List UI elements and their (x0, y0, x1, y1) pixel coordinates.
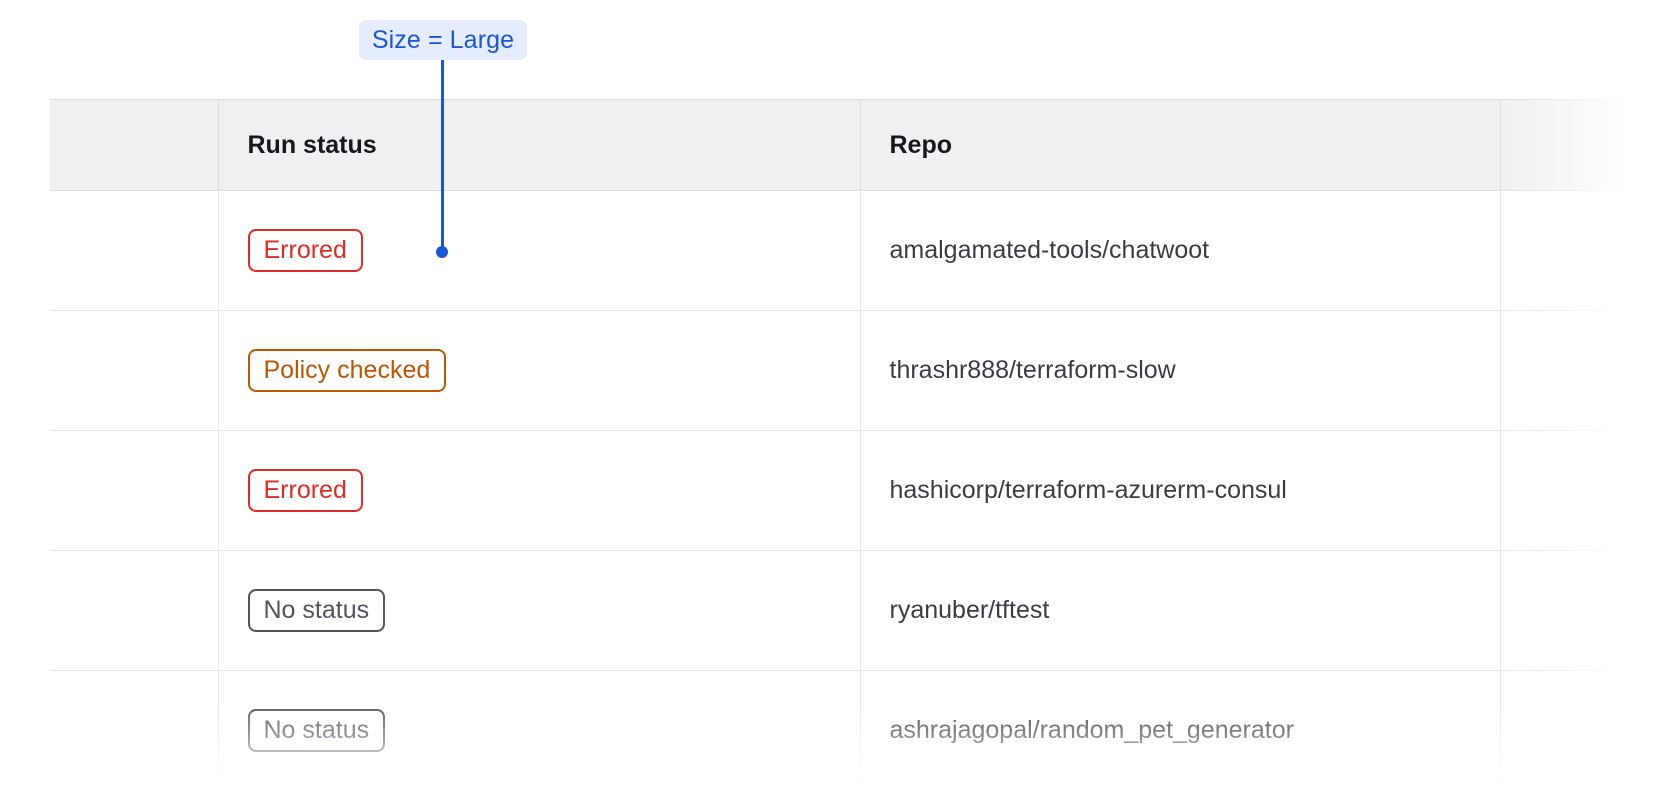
runs-table-container[interactable]: Run status Repo Errored amalgamated-tool… (50, 99, 1672, 788)
run-status-cell: No status (218, 550, 861, 671)
column-header-run-status[interactable]: Run status (218, 99, 861, 191)
table-header-row: Run status Repo (50, 99, 1672, 191)
column-header-extra (1500, 99, 1672, 191)
table-row[interactable]: Errored hashicorp/terraform-azurerm-cons… (50, 430, 1672, 551)
run-status-cell: Errored (218, 190, 861, 311)
size-annotation-badge: Size = Large (359, 20, 527, 60)
repo-cell[interactable]: hashicorp/terraform-azurerm-consul (860, 430, 1501, 551)
status-badge[interactable]: No status (247, 709, 386, 752)
table-row[interactable]: No status ashrajagopal/random_pet_genera… (50, 670, 1672, 788)
run-status-cell: Policy checked (218, 310, 861, 431)
status-badge[interactable]: No status (247, 589, 386, 632)
status-badge[interactable]: Errored (247, 229, 363, 272)
status-badge[interactable]: Errored (247, 469, 363, 512)
runs-table-header: Run status Repo (50, 99, 1672, 191)
table-row[interactable]: Policy checked thrashr888/terraform-slow (50, 310, 1672, 431)
column-header-select (50, 99, 219, 191)
status-badge[interactable]: Policy checked (247, 349, 447, 392)
run-status-cell: No status (218, 670, 861, 788)
runs-table: Run status Repo Errored amalgamated-tool… (50, 99, 1672, 788)
row-select-cell[interactable] (50, 310, 219, 431)
table-row[interactable]: Errored amalgamated-tools/chatwoot (50, 190, 1672, 311)
extra-cell (1500, 190, 1672, 311)
row-select-cell[interactable] (50, 190, 219, 311)
repo-cell[interactable]: amalgamated-tools/chatwoot (860, 190, 1501, 311)
size-annotation-label: Size = Large (371, 25, 515, 54)
table-row[interactable]: No status ryanuber/tftest (50, 550, 1672, 671)
extra-cell (1500, 670, 1672, 788)
extra-cell (1500, 430, 1672, 551)
repo-cell[interactable]: ashrajagopal/random_pet_generator (860, 670, 1501, 788)
extra-cell (1500, 310, 1672, 431)
row-select-cell[interactable] (50, 430, 219, 551)
column-header-repo[interactable]: Repo (860, 99, 1501, 191)
repo-cell[interactable]: ryanuber/tftest (860, 550, 1501, 671)
row-select-cell[interactable] (50, 670, 219, 788)
runs-table-body: Errored amalgamated-tools/chatwoot Polic… (50, 190, 1672, 788)
row-select-cell[interactable] (50, 550, 219, 671)
run-status-cell: Errored (218, 430, 861, 551)
annotation-connector-dot (436, 246, 448, 258)
repo-cell[interactable]: thrashr888/terraform-slow (860, 310, 1501, 431)
extra-cell (1500, 550, 1672, 671)
annotation-connector-line (441, 60, 444, 252)
